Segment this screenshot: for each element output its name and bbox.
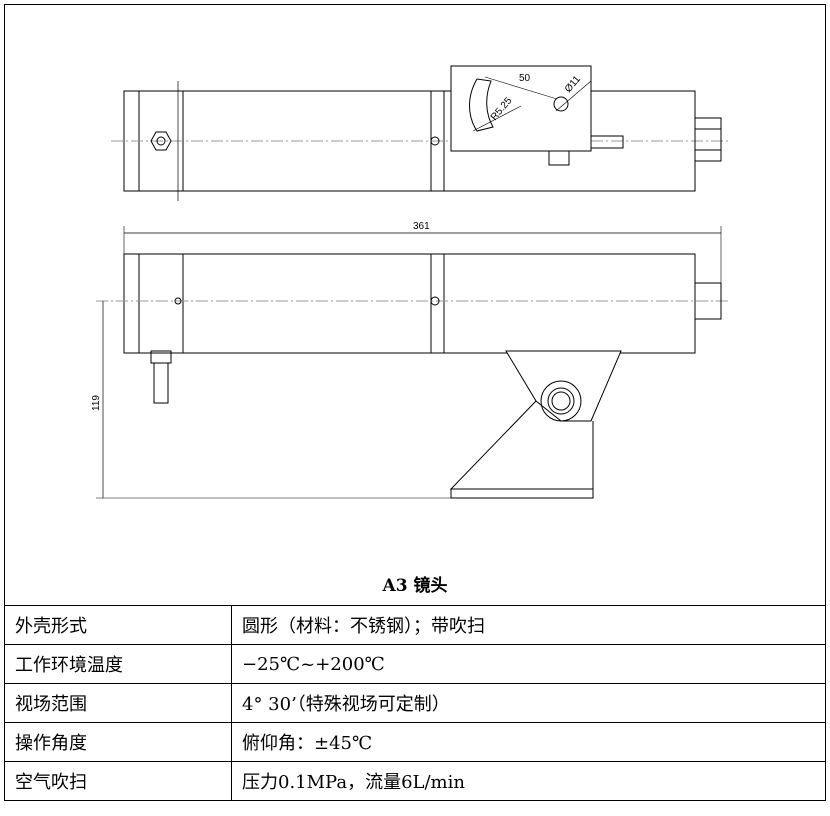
spec-value: 4° 30’（特殊视场可定制） [231, 683, 826, 723]
drawing-caption: A3 镜头 [382, 576, 448, 596]
table-row: 操作角度俯仰角：±45℃ [4, 722, 826, 762]
spec-value: −25℃~+200℃ [231, 644, 826, 684]
spec-value: 压力0.1MPa，流量6L/min [231, 761, 826, 801]
drawing-cell: 50 R5.25 Ø11 361 119 A3 镜头 [4, 4, 826, 606]
dim-361: 361 [413, 221, 430, 232]
spec-label: 空气吹扫 [4, 761, 232, 801]
spec-value: 俯仰角：±45℃ [231, 722, 826, 762]
spec-label: 视场范围 [4, 683, 232, 723]
dim-119: 119 [91, 395, 102, 411]
table-row: 空气吹扫压力0.1MPa，流量6L/min [4, 761, 826, 801]
technical-drawing: 50 R5.25 Ø11 361 119 [91, 65, 731, 499]
spec-label: 操作角度 [4, 722, 232, 762]
table-row: 外壳形式圆形（材料：不锈钢）；带吹扫 [4, 605, 826, 645]
table-row: 工作环境温度−25℃~+200℃ [4, 644, 826, 684]
spec-label: 工作环境温度 [4, 644, 232, 684]
spec-table: 50 R5.25 Ø11 361 119 A3 镜头 外壳形式圆形（材料：不锈钢… [4, 4, 826, 801]
dim-50: 50 [519, 73, 531, 84]
spec-label: 外壳形式 [4, 605, 232, 645]
spec-value: 圆形（材料：不锈钢）；带吹扫 [231, 605, 826, 645]
